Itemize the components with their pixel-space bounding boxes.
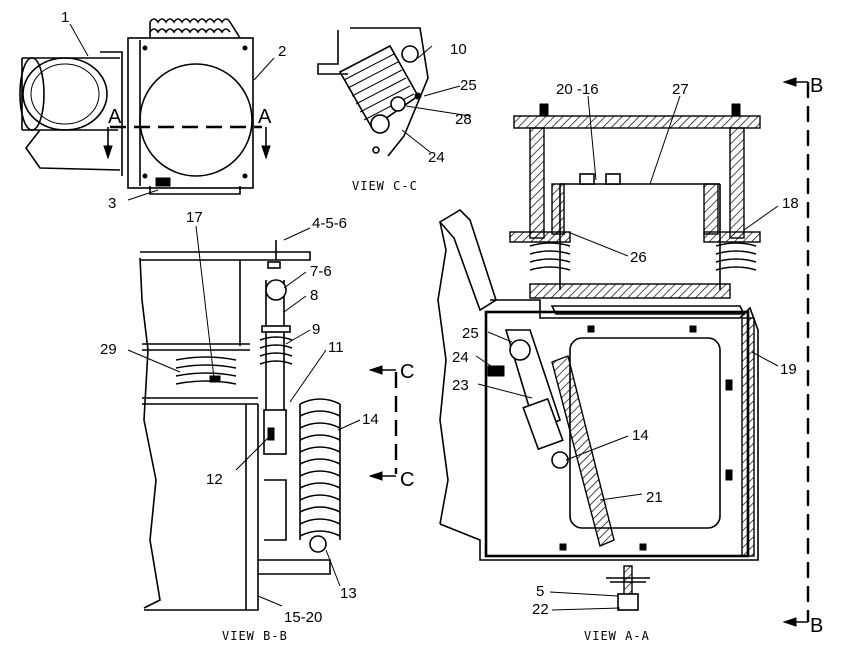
callout-9: 9 [312,321,320,338]
callout-21: 21 [646,489,663,506]
section-b-bottom-letter: B [810,615,823,637]
callout-19: 19 [780,361,797,378]
callout-5: 5 [536,583,544,600]
callout-13: 13 [340,585,357,602]
section-a-left-letter: A [108,106,122,128]
callout-24-aa: 24 [452,349,469,366]
callout-3: 3 [108,195,116,212]
callout-27: 27 [672,81,689,98]
view-b-b: C C 17 4-5-6 7-6 8 9 29 11 14 12 13 15-2… [100,209,414,643]
callout-14-bb: 14 [362,411,379,428]
view-c-c: 10 25 28 24 VIEW C-C [317,27,477,193]
view-c-c-title: VIEW C-C [352,179,418,193]
callout-4-5-6: 4-5-6 [312,215,347,232]
callout-14-aa: 14 [632,427,649,444]
callout-15-20: 15-20 [284,609,322,626]
callout-24-cc: 24 [428,149,445,166]
callout-29: 29 [100,341,117,358]
view-b-b-title: VIEW B-B [222,629,288,643]
callout-12: 12 [206,471,223,488]
section-a-right-letter: A [258,106,272,128]
callout-26: 26 [630,249,647,266]
callout-28-cc: 28 [455,111,472,128]
callout-1: 1 [61,9,69,26]
section-c-bottom-letter: C [400,469,414,491]
callout-10-cc: 10 [450,41,467,58]
top-left-view: A A 1 2 3 [19,9,286,212]
section-b-top-letter: B [810,75,823,97]
callout-25-cc: 25 [460,77,477,94]
callout-22: 22 [532,601,549,618]
view-a-a: B B 20 -16 27 18 26 25 24 23 19 14 21 5 … [437,75,823,643]
section-c-top-letter: C [400,361,414,383]
callout-20-16: 20 -16 [556,81,599,98]
callout-25-aa: 25 [462,325,479,342]
callout-7-6: 7-6 [310,263,332,280]
view-a-a-title: VIEW A-A [584,629,650,643]
callout-2: 2 [278,43,286,60]
callout-23: 23 [452,377,469,394]
callout-8: 8 [310,287,318,304]
callout-17: 17 [186,209,203,226]
callout-18: 18 [782,195,799,212]
callout-11: 11 [328,339,344,356]
